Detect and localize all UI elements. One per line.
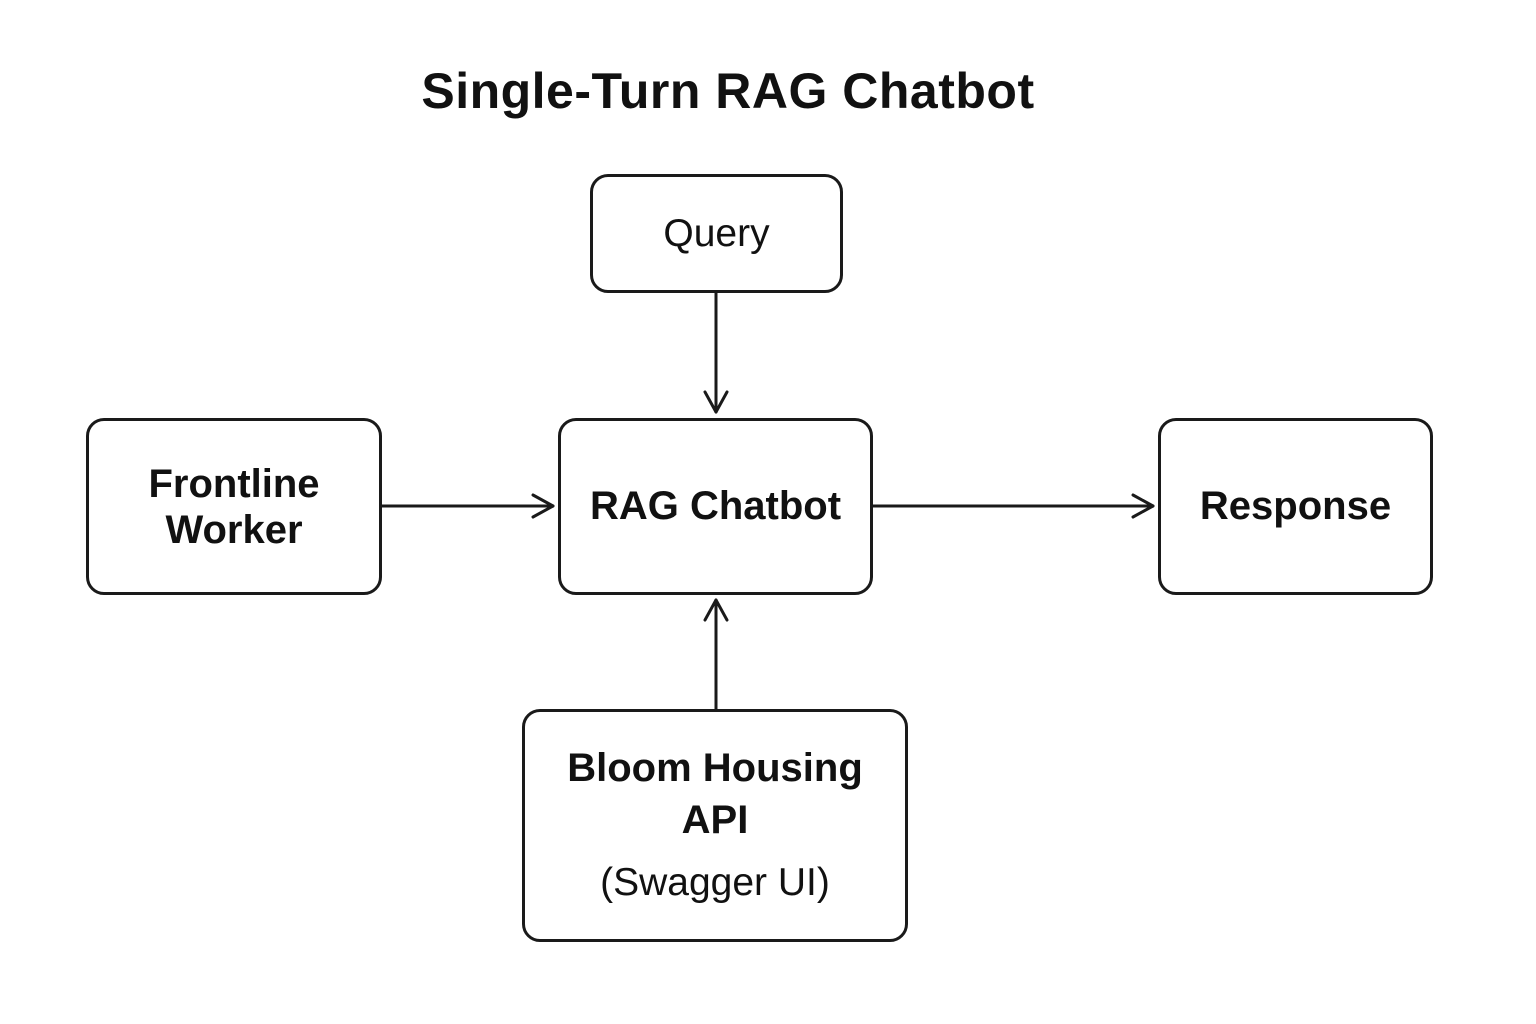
- node-bloom-housing-api-label-line1: Bloom Housing: [567, 746, 863, 791]
- node-frontline-worker-label-line2: Worker: [165, 507, 303, 552]
- node-frontline-worker: Frontline Worker: [86, 418, 382, 595]
- node-rag-chatbot: RAG Chatbot: [558, 418, 873, 595]
- node-response: Response: [1158, 418, 1433, 595]
- edge-bloom-to-chatbot: [703, 598, 729, 711]
- edge-chatbot-to-response: [871, 493, 1155, 519]
- node-frontline-worker-label-line1: Frontline: [148, 461, 320, 506]
- node-bloom-housing-api: Bloom Housing API (Swagger UI): [522, 709, 908, 942]
- node-response-label: Response: [1199, 484, 1392, 529]
- node-bloom-housing-api-sublabel: (Swagger UI): [600, 861, 830, 905]
- node-rag-chatbot-label: RAG Chatbot: [589, 484, 842, 529]
- node-query-label: Query: [663, 211, 770, 255]
- node-bloom-housing-api-label-line2: API: [681, 798, 749, 843]
- edge-query-to-chatbot: [703, 291, 729, 414]
- diagram-title: Single-Turn RAG Chatbot: [421, 63, 1035, 119]
- node-query: Query: [590, 174, 843, 293]
- edge-frontline-to-chatbot: [380, 493, 555, 519]
